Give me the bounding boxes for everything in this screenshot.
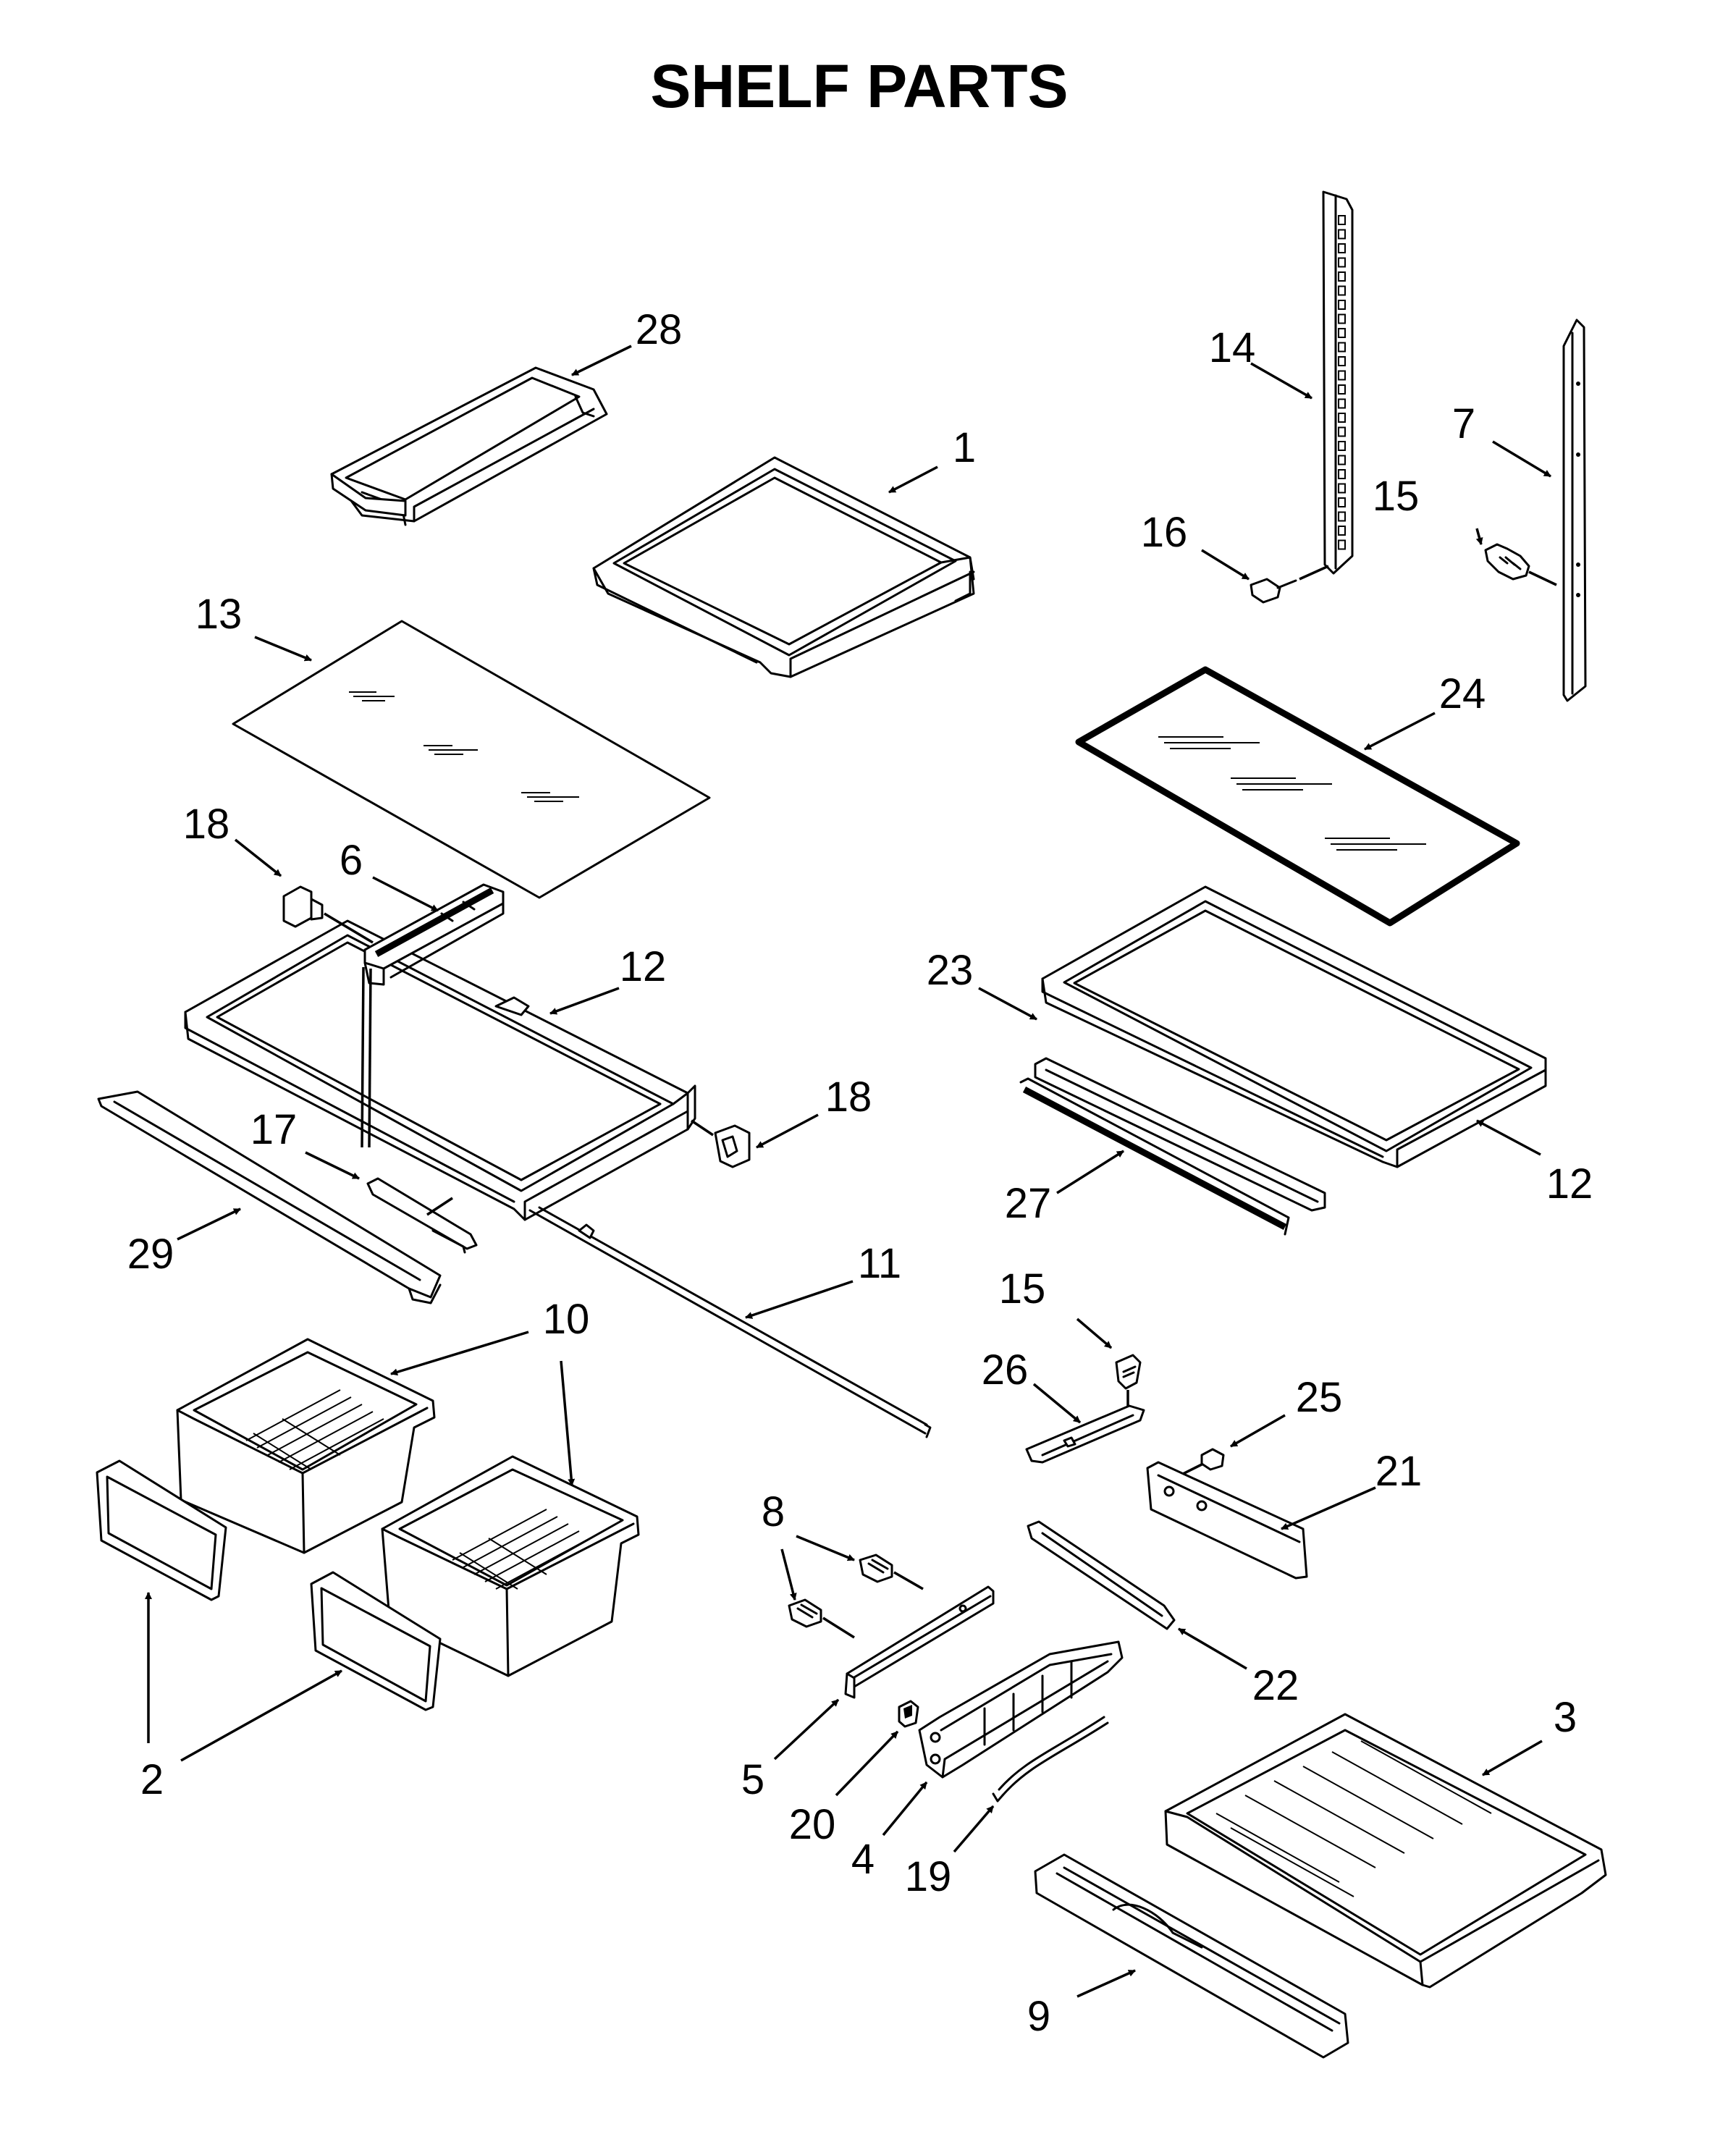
part-25-clip (1179, 1448, 1225, 1477)
part-13-glass-shelf (232, 620, 711, 899)
rail-slot (1338, 285, 1346, 296)
rail-slot (1338, 243, 1346, 253)
part-12-shelf-frame-left (184, 919, 696, 1221)
callout-18a: 18 (183, 801, 230, 848)
rail-slot (1338, 455, 1346, 465)
rail-slot (1338, 229, 1346, 240)
callout-9: 9 (1027, 1993, 1050, 2040)
part-8-screws (788, 1554, 924, 1639)
rail-slot (1338, 483, 1346, 494)
callout-24: 24 (1439, 670, 1486, 717)
diagram-title: SHELF PARTS (650, 52, 1068, 120)
rail-slot (1338, 539, 1346, 550)
callout-17: 17 (250, 1106, 298, 1153)
callout-27: 27 (1005, 1180, 1052, 1227)
callout-12a: 12 (620, 943, 667, 990)
part-4-slide-rail (918, 1640, 1124, 1779)
callout-7: 7 (1452, 400, 1475, 447)
rail-slot (1338, 356, 1346, 366)
callout-20: 20 (789, 1801, 836, 1848)
rail-slot (1338, 497, 1346, 507)
callout-29: 29 (127, 1231, 174, 1278)
part-14-vertical-rail (1322, 190, 1354, 575)
part-5-bracket (844, 1585, 995, 1699)
callout-4: 4 (851, 1836, 875, 1883)
part-16-screw (1250, 565, 1329, 604)
part-28-shelf-frame (330, 366, 608, 526)
rail-slot (1338, 271, 1346, 282)
callout-3: 3 (1554, 1694, 1577, 1741)
part-18-clip-upper (282, 885, 374, 944)
callout-8: 8 (762, 1488, 785, 1535)
part-21-bracket (1146, 1461, 1308, 1580)
callout-1: 1 (953, 424, 976, 471)
rail-slot (1338, 469, 1346, 479)
callout-21: 21 (1375, 1448, 1423, 1495)
part-22-bracket (1027, 1520, 1176, 1630)
part-9-front-handle (1034, 1853, 1349, 2059)
callout-16: 16 (1141, 509, 1188, 556)
part-3-pan (1164, 1713, 1607, 1989)
rail-slot (1338, 257, 1346, 268)
callout-2: 2 (140, 1756, 164, 1803)
rail-slot (1338, 426, 1346, 437)
callout-19: 19 (905, 1853, 952, 1900)
rail-slot (1338, 526, 1346, 536)
rail-slot (1338, 313, 1346, 324)
callout-11: 11 (858, 1240, 901, 1287)
rail-slot (1338, 511, 1346, 522)
part-15-screw-upper (1484, 543, 1557, 586)
rail-slot (1338, 370, 1346, 381)
part-12-shelf-frame-right (1041, 885, 1547, 1168)
callout-6: 6 (340, 837, 363, 884)
part-6-rail-bracket (361, 883, 505, 1148)
rail-slot (1338, 328, 1346, 338)
rail-slot (1338, 441, 1346, 451)
rail-slot (1338, 398, 1346, 409)
callout-22: 22 (1252, 1662, 1299, 1709)
rail-slot (1338, 342, 1346, 353)
leader-lines (145, 345, 1551, 1998)
rail-slot (1338, 215, 1346, 225)
part-1-shelf-frame (592, 456, 975, 678)
part-27-gasket (1019, 1077, 1290, 1236)
part-17-bracket (366, 1177, 478, 1254)
callout-25: 25 (1296, 1374, 1343, 1421)
part-10-crisper-bin-lower (381, 1455, 640, 1677)
callout-26: 26 (982, 1346, 1029, 1394)
part-26-bracket (1025, 1404, 1145, 1464)
part-23-trim (1034, 1057, 1326, 1212)
callout-18b: 18 (825, 1074, 872, 1121)
callout-labels: 28 1 14 7 15 16 13 24 18 6 12 23 18 17 1… (127, 306, 1593, 2040)
callout-5: 5 (741, 1756, 764, 1803)
callout-15a: 15 (1373, 473, 1420, 520)
part-2-bin-front-upper (96, 1459, 227, 1601)
callout-10: 10 (543, 1296, 590, 1343)
rail-slot (1338, 384, 1346, 395)
part-2-bin-front-lower (310, 1571, 442, 1711)
part-20-clip (898, 1700, 919, 1728)
callout-12b: 12 (1546, 1160, 1593, 1207)
part-10-crisper-bin-upper (176, 1338, 436, 1554)
part-29-front-trim (97, 1090, 442, 1304)
callout-14: 14 (1209, 324, 1256, 371)
part-24-glass-shelf (1075, 666, 1520, 927)
callout-23: 23 (927, 947, 974, 994)
part-11-trim-rod (528, 1206, 932, 1438)
callout-28: 28 (636, 306, 683, 353)
callout-13: 13 (195, 591, 243, 638)
part-7-rail (1562, 319, 1587, 702)
part-19-spring (992, 1716, 1109, 1803)
callout-15b: 15 (999, 1265, 1046, 1312)
rail-slot (1338, 300, 1346, 310)
rail-slot (1338, 413, 1346, 423)
part-18-clip-right (691, 1119, 751, 1168)
